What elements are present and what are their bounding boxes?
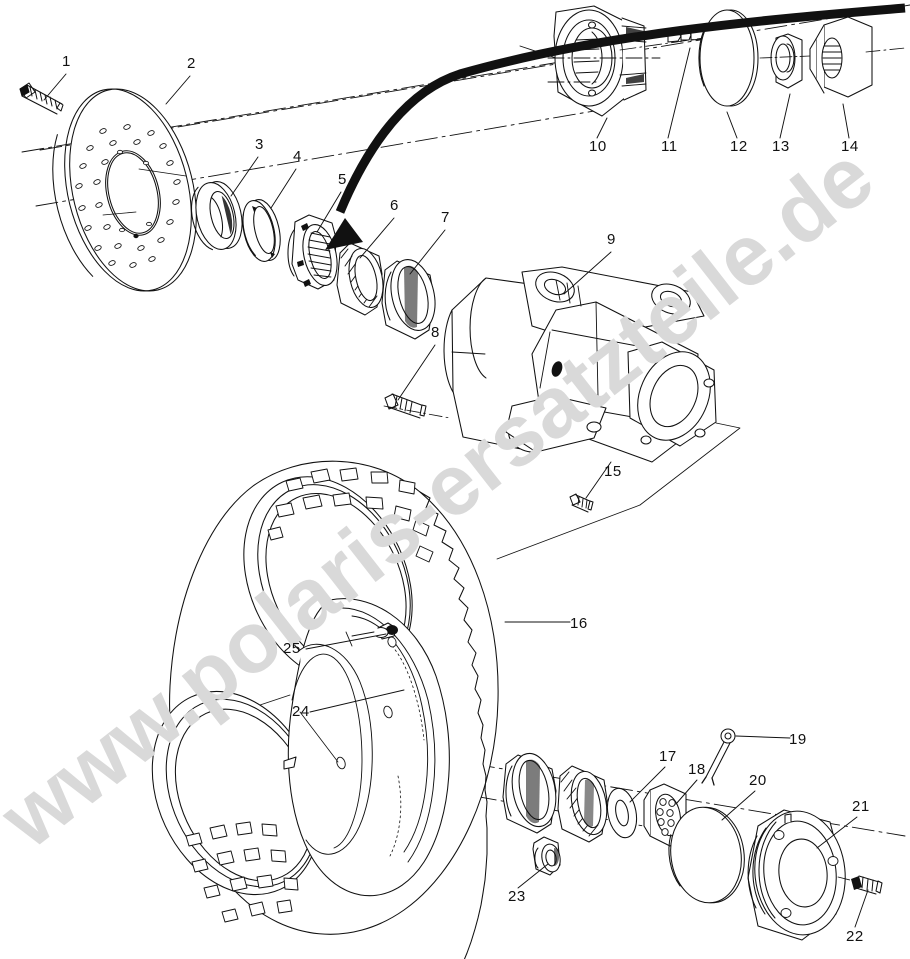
callout-24[interactable]: 24: [292, 703, 310, 720]
part-tire: [151, 460, 499, 959]
part-bearing-cup-lower: [502, 752, 557, 834]
part-tapered-roller-bearing-lower: [557, 765, 608, 843]
callout-25[interactable]: 25: [283, 640, 301, 657]
callout-leader-lines: [43, 47, 869, 928]
callout-3[interactable]: 3: [255, 136, 264, 153]
callout-22[interactable]: 22: [846, 928, 864, 945]
callout-12[interactable]: 12: [730, 138, 748, 155]
callout-19[interactable]: 19: [789, 731, 807, 748]
callout-10[interactable]: 10: [589, 138, 607, 155]
callout-14[interactable]: 14: [841, 138, 859, 155]
callout-17[interactable]: 17: [659, 748, 677, 765]
part-valve-stem: [345, 622, 398, 647]
part-thrust-washer: [606, 787, 638, 839]
callout-21[interactable]: 21: [852, 798, 870, 815]
part-hub-cap: [747, 809, 846, 941]
callout-2[interactable]: 2: [187, 55, 196, 72]
callout-4[interactable]: 4: [293, 148, 302, 165]
part-cotter-pin: [701, 728, 736, 786]
callout-8[interactable]: 8: [431, 324, 440, 341]
part-hex-nut: [809, 16, 906, 98]
assembly-direction-arrow: [325, 3, 906, 250]
part-brake-disc: [52, 88, 197, 292]
part-brake-disc-bolt: [19, 82, 64, 115]
callout-18[interactable]: 18: [688, 761, 706, 778]
part-hub-carrier: [519, 5, 661, 117]
part-hub-cap-screw: [837, 875, 883, 895]
callout-6[interactable]: 6: [390, 197, 399, 214]
part-grease-fitting: [569, 493, 594, 513]
part-hub-knuckle: [443, 266, 741, 560]
callout-23[interactable]: 23: [508, 888, 526, 905]
part-bearing-cup-upper: [381, 259, 436, 340]
part-retaining-ring: [242, 199, 281, 262]
callout-13[interactable]: 13: [772, 138, 790, 155]
part-seal-outer: [190, 181, 243, 251]
callout-5[interactable]: 5: [338, 171, 347, 188]
callout-7[interactable]: 7: [441, 209, 450, 226]
part-lock-nut: [532, 836, 561, 876]
part-tapered-roller-bearing-upper: [336, 242, 384, 316]
part-washer: [759, 33, 811, 89]
part-o-ring-lower: [668, 806, 745, 904]
part-o-ring-seal: [698, 9, 759, 107]
callout-16[interactable]: 16: [570, 615, 588, 632]
part-bearing-inner-race: [287, 214, 338, 290]
axis-centerline-mid: [39, 4, 910, 151]
callout-1[interactable]: 1: [62, 53, 71, 70]
callout-20[interactable]: 20: [749, 772, 767, 789]
callout-11[interactable]: 11: [661, 138, 678, 155]
callout-15[interactable]: 15: [604, 463, 622, 480]
callout-9[interactable]: 9: [607, 231, 616, 248]
part-wheel-rim: [259, 598, 450, 897]
part-hub-bolt: [383, 393, 451, 419]
